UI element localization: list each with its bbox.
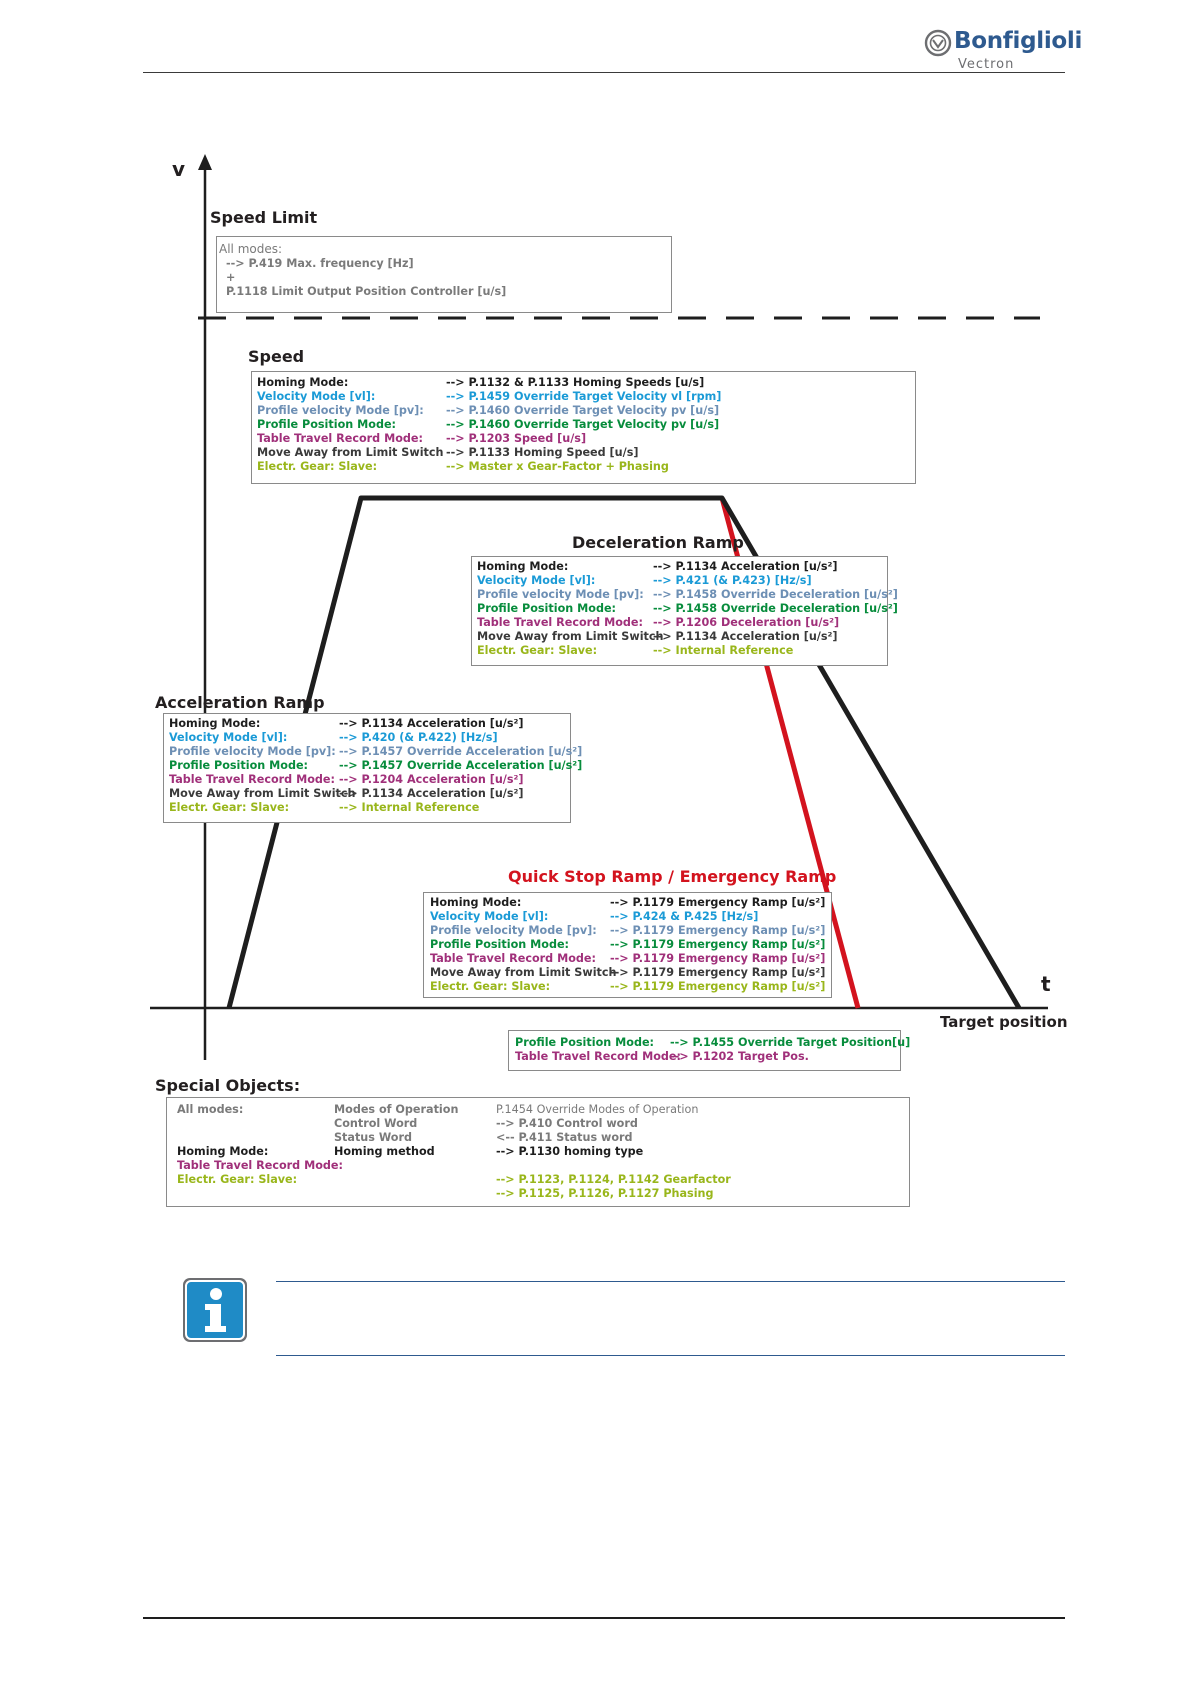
special-gear-label: Electr. Gear: Slave: [177, 1173, 298, 1186]
brand-name: Bonfiglioli [954, 28, 1083, 54]
speed-title: Speed [248, 347, 305, 366]
y-axis-label: v [172, 157, 186, 181]
target-position-label: Target position [940, 1013, 1068, 1031]
special-homing-object: Homing method [334, 1145, 435, 1158]
deceleration-ramp-box: Homing Mode:--> P.1134 Acceleration [u/s… [471, 556, 898, 666]
special-object-name: Status Word [334, 1131, 412, 1144]
footer-rule [143, 1617, 1065, 1619]
header-rule [143, 72, 1065, 73]
speed-limit-line-4: P.1118 Limit Output Position Controller … [226, 285, 507, 298]
special-gear-param: --> P.1123, P.1124, P.1142 Gearfactor [496, 1173, 731, 1186]
special-object-param: <-- P.411 Status word [496, 1131, 633, 1144]
speed-box: Homing Mode:--> P.1132 & P.1133 Homing S… [251, 371, 916, 484]
special-objects-title: Special Objects: [155, 1076, 301, 1095]
special-object-param: P.1454 Override Modes of Operation [496, 1103, 699, 1116]
speed-limit-title: Speed Limit [210, 208, 318, 227]
x-axis-label: t [1041, 972, 1051, 996]
brand-logo: Bonfiglioli Vectron [924, 28, 1082, 76]
special-object-name: Control Word [334, 1117, 418, 1130]
special-objects-box: All modes: Modes of Operation Control Wo… [166, 1097, 910, 1207]
acceleration-ramp-box: Homing Mode:--> P.1134 Acceleration [u/s… [163, 713, 582, 823]
quick-stop-ramp-box: Homing Mode:--> P.1179 Emergency Ramp [u… [423, 892, 832, 998]
special-homing-label: Homing Mode: [177, 1145, 269, 1158]
speed-limit-line-3: + [226, 271, 236, 284]
special-gear-param: --> P.1125, P.1126, P.1127 Phasing [496, 1187, 714, 1200]
special-object-name: Modes of Operation [334, 1103, 459, 1116]
speed-limit-line-2: --> P.419 Max. frequency [Hz] [226, 257, 414, 270]
special-homing-param: --> P.1130 homing type [496, 1145, 644, 1158]
speed-limit-box: All modes: --> P.419 Max. frequency [Hz]… [216, 236, 672, 313]
info-rule-bottom [276, 1355, 1065, 1356]
special-all-modes-label: All modes: [177, 1103, 244, 1116]
special-object-param: --> P.410 Control word [496, 1117, 638, 1130]
special-table-label: Table Travel Record Mode: [177, 1159, 343, 1172]
brand-subname: Vectron [958, 57, 1015, 72]
info-rule-top [276, 1281, 1065, 1282]
speed-limit-line-1: All modes: [219, 242, 283, 256]
deceleration-ramp-title: Deceleration Ramp [572, 533, 744, 552]
acceleration-ramp-title: Acceleration Ramp [155, 693, 325, 712]
target-position-box: Profile Position Mode:--> P.1455 Overrid… [508, 1030, 910, 1071]
quick-stop-ramp-title: Quick Stop Ramp / Emergency Ramp [508, 867, 837, 886]
brand-emblem-icon [924, 29, 952, 57]
y-axis-arrow [198, 154, 212, 170]
info-icon [182, 1277, 248, 1343]
